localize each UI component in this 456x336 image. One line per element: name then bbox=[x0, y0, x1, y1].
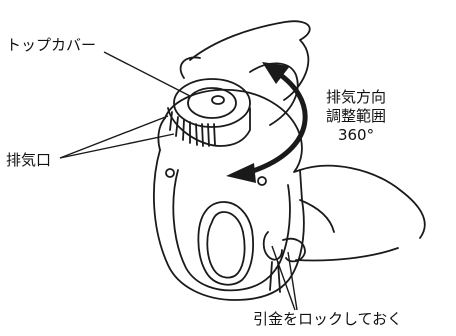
label-exhaust-direction-line1: 排気方向 bbox=[326, 88, 387, 106]
leader-exhaust-2 bbox=[59, 133, 175, 159]
fin-band bbox=[167, 107, 251, 147]
label-top-cover: トップカバー bbox=[6, 36, 97, 54]
screw-right bbox=[257, 176, 267, 186]
trigger-lock-pin bbox=[282, 237, 306, 263]
leader-top-cover bbox=[103, 51, 191, 97]
handle-opening bbox=[197, 201, 255, 286]
hand-lower bbox=[295, 164, 426, 262]
trigger-guard bbox=[269, 261, 281, 293]
leader-lock-2 bbox=[287, 251, 298, 311]
top-cover-inner bbox=[187, 87, 237, 119]
hand-upper bbox=[179, 20, 311, 126]
trigger bbox=[262, 231, 283, 261]
handle-opening-inner bbox=[206, 211, 246, 279]
rotation-arrow-head-bottom bbox=[226, 163, 256, 183]
label-exhaust-direction: 排気方向 調整範囲 360° bbox=[326, 88, 386, 145]
label-exhaust-direction-line3: 360° bbox=[337, 126, 375, 144]
label-trigger-lock: 引金をロックしておく bbox=[253, 310, 403, 328]
label-exhaust-port: 排気口 bbox=[6, 151, 52, 169]
rotation-arrow bbox=[247, 67, 308, 175]
top-cover-center bbox=[211, 95, 225, 105]
leader-lock-1 bbox=[271, 245, 296, 311]
top-cover bbox=[173, 78, 251, 128]
upper-housing bbox=[164, 88, 303, 173]
tool-body-inner bbox=[172, 169, 291, 292]
tool-body-outline bbox=[153, 149, 305, 301]
rotation-arrow-head-top bbox=[262, 62, 290, 84]
label-exhaust-direction-line2: 調整範囲 bbox=[326, 107, 387, 125]
screw-left bbox=[165, 168, 175, 178]
housing-shoulder bbox=[157, 117, 166, 151]
leader-exhaust-1 bbox=[59, 115, 169, 159]
